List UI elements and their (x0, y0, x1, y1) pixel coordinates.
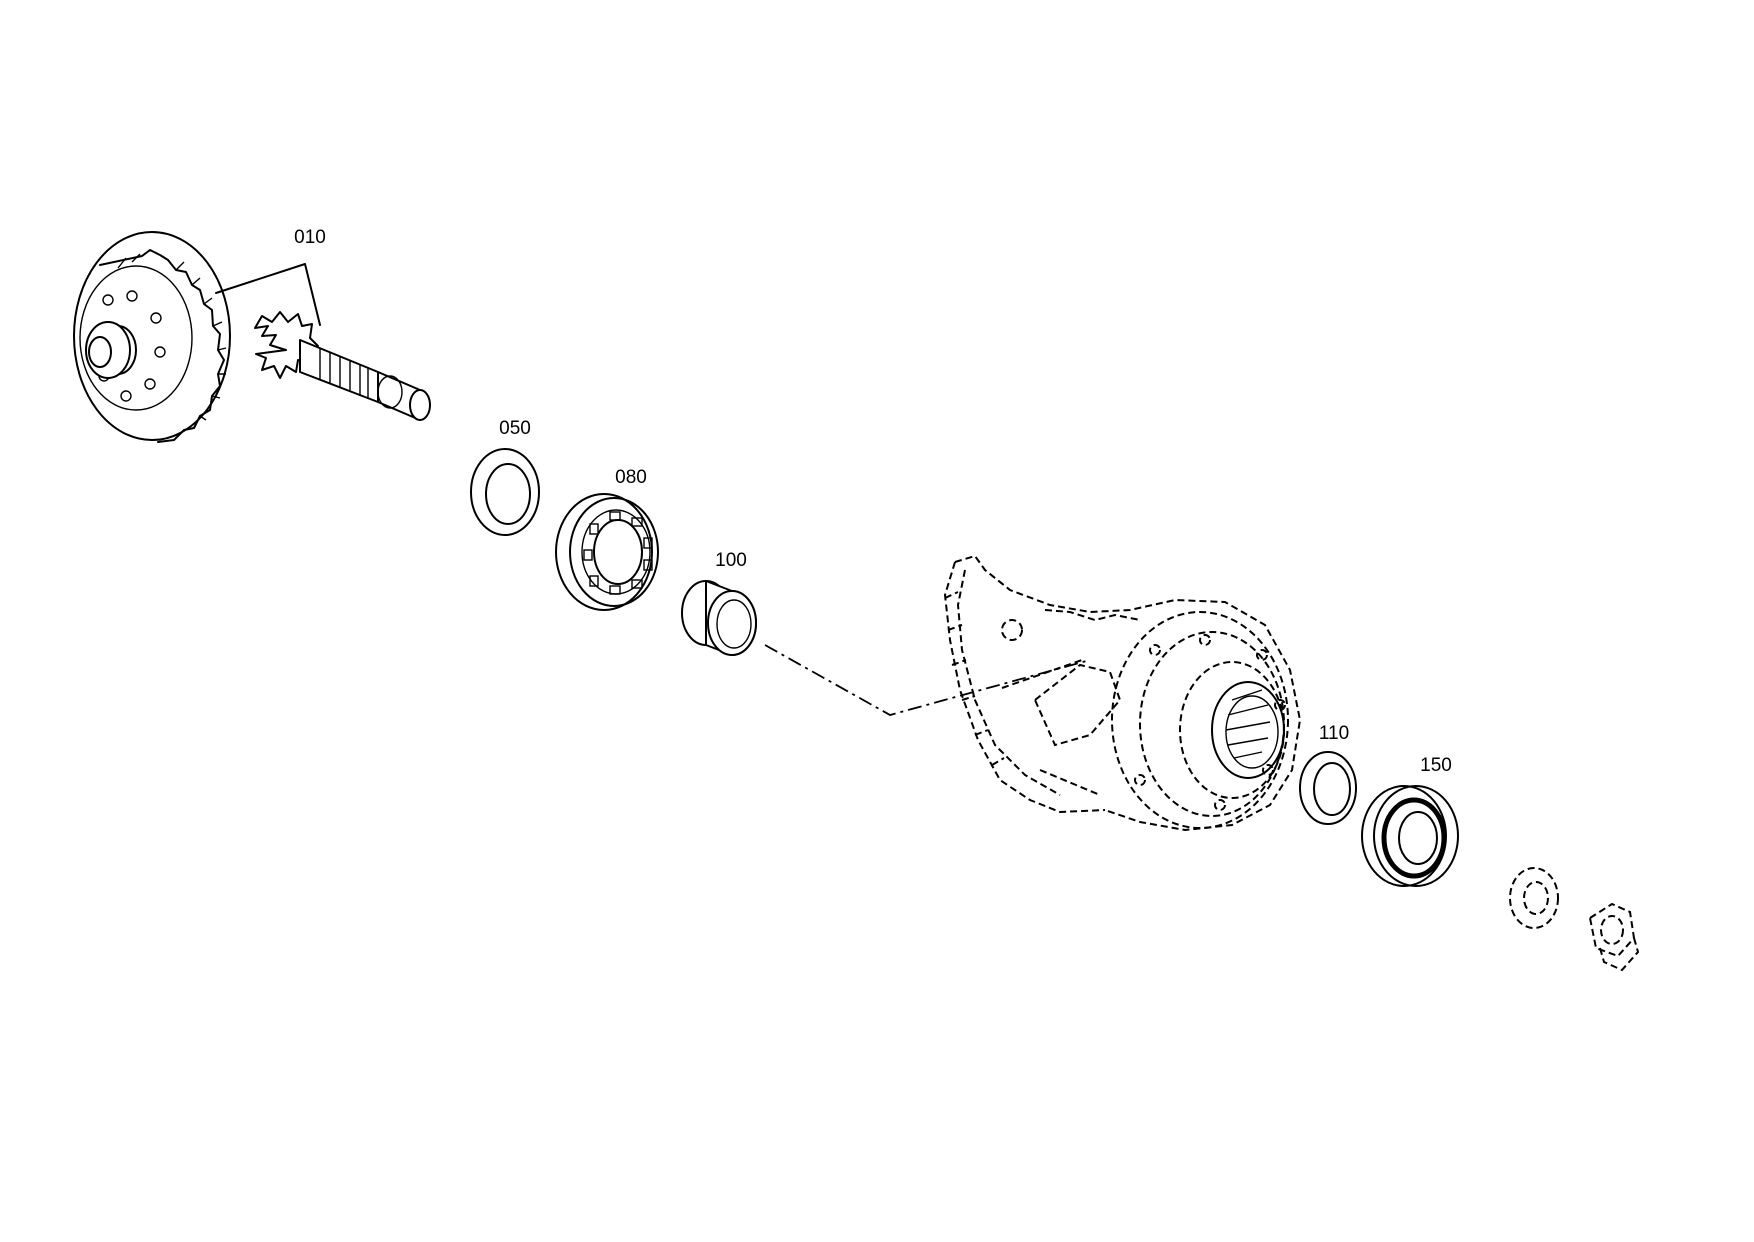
seal-ring (1299, 751, 1357, 825)
part-label-110: 110 (1319, 723, 1349, 744)
hex-nut (1588, 902, 1640, 972)
ring-gear (73, 231, 231, 443)
part-label-150: 150 (1420, 755, 1452, 776)
tapered-bearing (1361, 785, 1459, 887)
pinion-shaft (254, 311, 431, 421)
bushing (681, 580, 757, 656)
part-label-080: 080 (615, 467, 647, 488)
part-label-050: 050 (499, 418, 531, 439)
washer (1509, 867, 1559, 929)
part-label-100: 100 (715, 550, 747, 571)
assembly-axis-line (764, 644, 1091, 716)
spacer-ring (470, 448, 540, 536)
axle-housing (943, 554, 1302, 832)
bearing-rollers (583, 511, 653, 595)
part-label-010: 010 (294, 227, 326, 248)
roller-bearing (555, 493, 659, 611)
leader-010 (215, 263, 321, 326)
